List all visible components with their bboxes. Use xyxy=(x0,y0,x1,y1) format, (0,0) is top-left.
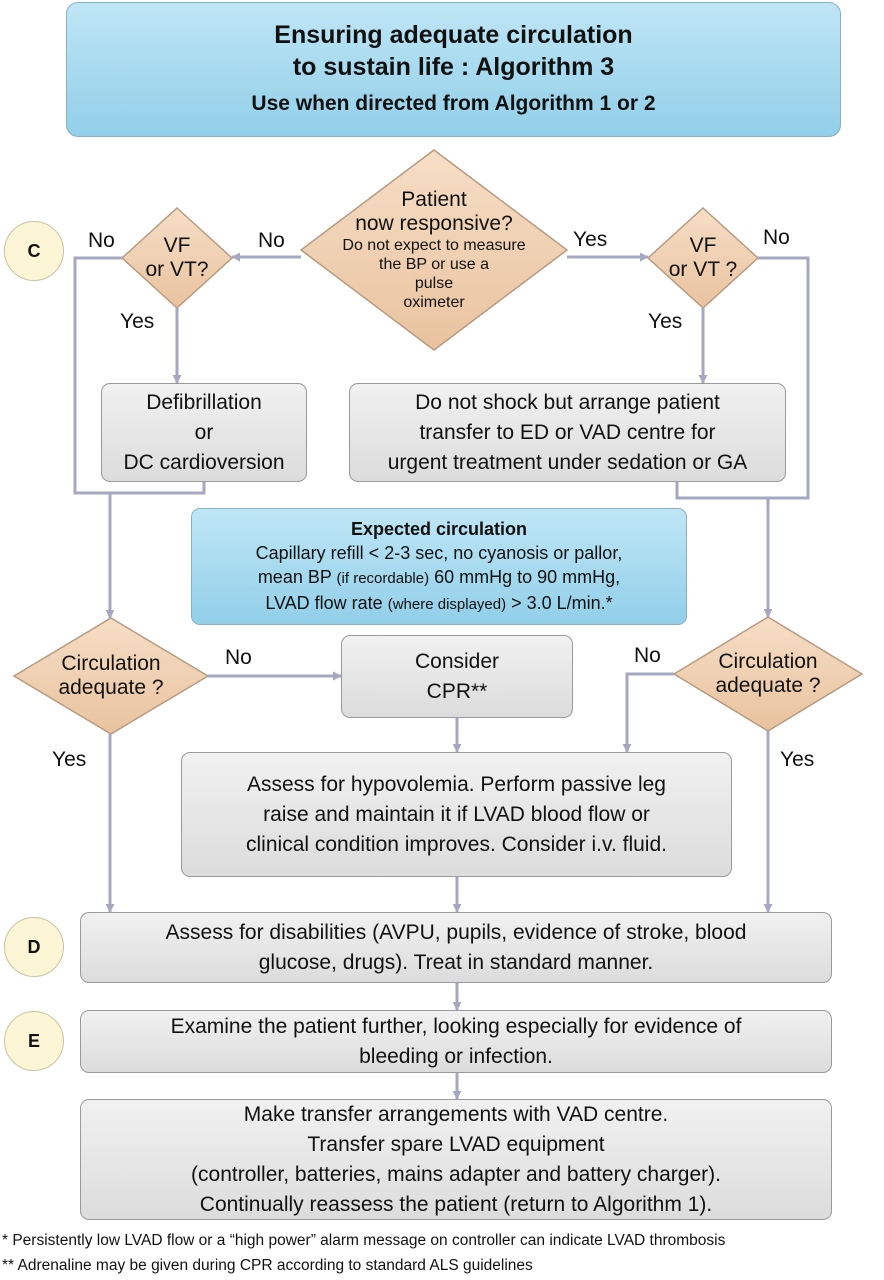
decision-responsive-note-2: the BP or use a xyxy=(379,256,489,273)
decision-responsive-note-4: oximeter xyxy=(403,294,465,311)
line-noshock-out xyxy=(675,482,773,618)
title-line-2: to sustain life : Algorithm 3 xyxy=(292,52,615,81)
title-line-1: Ensuring adequate circulation xyxy=(274,20,633,49)
expected-heading: Expected circulation xyxy=(350,518,528,539)
hypo-line-3: clinical condition improves. Consider i.… xyxy=(246,832,667,856)
no-shock-line-1: Do not shock but arrange patient xyxy=(415,390,720,414)
line-vf-left-no xyxy=(73,256,122,495)
cpr-box: Consider CPR** xyxy=(341,635,573,718)
label-no-vf-right: No xyxy=(763,226,790,249)
label-no-vf-left: No xyxy=(88,229,115,252)
expected-line-2: mean BP (if recordable) 60 mmHg to 90 mm… xyxy=(258,565,620,591)
step-c-circle: C xyxy=(4,221,64,281)
step-d-circle: D xyxy=(4,917,64,977)
defib-line-1: Defibrillation xyxy=(146,390,262,414)
no-shock-line-3: urgent treatment under sedation or GA xyxy=(387,450,748,474)
expected-line-3: LVAD flow rate (where displayed) > 3.0 L… xyxy=(265,591,612,617)
decision-responsive-note-1: Do not expect to measure xyxy=(342,237,526,254)
expected-line-2-b: (if recordable) xyxy=(336,569,430,587)
expected-line-3-c: > 3.0 L/min.* xyxy=(511,592,613,613)
label-no-circ-right: No xyxy=(634,644,661,667)
line-defib-out xyxy=(105,482,206,619)
no-shock-box: Do not shock but arrange patient transfe… xyxy=(349,383,786,482)
decision-circ-right: Circulation adequate ? xyxy=(693,644,843,704)
decision-responsive-note-3: pulse xyxy=(414,275,454,292)
examine-line-2: bleeding or infection. xyxy=(359,1044,553,1068)
circ-right-line-2: adequate ? xyxy=(715,674,821,697)
label-yes-vf-right: Yes xyxy=(648,310,683,333)
expected-line-3-a: LVAD flow rate xyxy=(265,592,383,613)
footnote-1: * Persistently low LVAD flow or a “high … xyxy=(2,1232,726,1249)
label-yes-circ-left: Yes xyxy=(52,748,87,771)
label-no-responsive: No xyxy=(258,229,285,252)
cpr-line-1: Consider xyxy=(414,649,500,673)
cpr-line-2: CPR** xyxy=(426,679,488,703)
decision-responsive-line-1: Patient xyxy=(401,188,467,211)
transfer-line-2: Transfer spare LVAD equipment xyxy=(307,1132,605,1156)
no-shock-line-2: transfer to ED or VAD centre for xyxy=(419,420,716,444)
disabilities-box: Assess for disabilities (AVPU, pupils, e… xyxy=(80,912,832,983)
label-yes-responsive: Yes xyxy=(573,228,608,251)
label-no-circ-left: No xyxy=(225,646,252,669)
decision-vf-left: VF or VT? xyxy=(132,228,222,288)
transfer-line-1: Make transfer arrangements with VAD cent… xyxy=(243,1102,669,1126)
hypo-line-2: raise and maintain it if LVAD blood flow… xyxy=(263,802,650,826)
examine-line-1: Examine the patient further, looking esp… xyxy=(170,1014,742,1038)
examine-box: Examine the patient further, looking esp… xyxy=(80,1010,832,1073)
decision-vf-left-line-1: VF xyxy=(163,234,191,257)
decision-responsive: Patient now responsive? Do not expect to… xyxy=(321,180,547,320)
expected-line-3-b: (where displayed) xyxy=(387,595,507,613)
hypovolemia-box: Assess for hypovolemia. Perform passive … xyxy=(181,752,732,877)
decision-vf-right: VF or VT ? xyxy=(658,228,748,288)
title-box: Ensuring adequate circulation to sustain… xyxy=(66,2,841,137)
footnote-2: ** Adrenaline may be given during CPR ac… xyxy=(2,1257,533,1274)
hypo-line-1: Assess for hypovolemia. Perform passive … xyxy=(246,772,666,796)
defib-line-3: DC cardioversion xyxy=(123,450,285,474)
transfer-line-3: (controller, batteries, mains adapter an… xyxy=(191,1162,721,1186)
decision-vf-left-line-2: or VT? xyxy=(145,258,209,281)
decision-responsive-shape xyxy=(299,149,569,351)
title-subtitle: Use when directed from Algorithm 1 or 2 xyxy=(251,91,656,115)
circ-left-line-2: adequate ? xyxy=(58,676,164,699)
label-yes-circ-right: Yes xyxy=(780,748,815,771)
decision-responsive-line-2: now responsive? xyxy=(355,212,513,235)
disab-line-1: Assess for disabilities (AVPU, pupils, e… xyxy=(165,920,747,944)
disab-line-2: glucose, drugs). Treat in standard manne… xyxy=(258,950,654,974)
expected-circulation-box: Expected circulation Capillary refill < … xyxy=(191,508,687,625)
defib-line-2: or xyxy=(194,420,214,444)
decision-vf-right-line-2: or VT ? xyxy=(668,258,738,281)
circ-left-line-1: Circulation xyxy=(61,652,161,675)
circ-right-line-1: Circulation xyxy=(718,650,818,673)
transfer-box: Make transfer arrangements with VAD cent… xyxy=(80,1099,832,1220)
decision-circ-left: Circulation adequate ? xyxy=(34,646,188,706)
expected-line-2-c: 60 mmHg to 90 mmHg, xyxy=(434,566,621,587)
decision-vf-right-line-1: VF xyxy=(689,234,717,257)
expected-line-2-a: mean BP xyxy=(257,566,332,587)
transfer-line-4: Continually reassess the patient (return… xyxy=(199,1192,713,1216)
step-e-circle: E xyxy=(4,1011,64,1071)
line-vf-right-no xyxy=(758,256,810,500)
expected-line-1: Capillary refill < 2-3 sec, no cyanosis … xyxy=(255,542,623,563)
defibrillation-box: Defibrillation or DC cardioversion xyxy=(101,383,307,482)
label-yes-vf-left: Yes xyxy=(120,310,155,333)
arrow-circ-right-no xyxy=(622,672,674,753)
